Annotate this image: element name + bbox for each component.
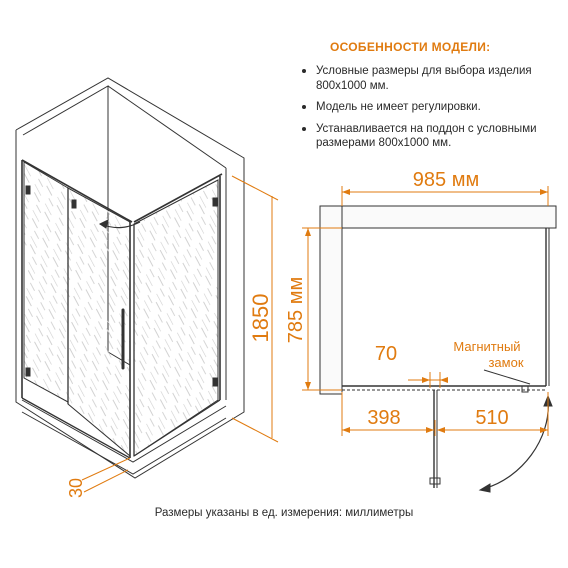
swing-arrowhead-icon bbox=[478, 483, 491, 493]
tray-dimension-line bbox=[83, 469, 129, 493]
features-title: ОСОБЕННОСТИ МОДЕЛИ: bbox=[330, 40, 491, 54]
wall-corner-edge bbox=[107, 85, 227, 169]
list-item: Модель не имеет регулировки. bbox=[300, 100, 562, 115]
height-dimension-label: 1850 bbox=[248, 294, 273, 343]
tray-dimension-label: 30 bbox=[66, 478, 86, 498]
glass-front-fixed bbox=[23, 161, 69, 403]
wall-top bbox=[319, 205, 557, 229]
tray-outline bbox=[21, 399, 227, 463]
magnetic-lock-label-1: Магнитный bbox=[453, 339, 520, 354]
hinge-icon bbox=[212, 377, 218, 387]
magnetic-lock-label-2: замок bbox=[488, 355, 523, 370]
width-dimension-label: 985 мм bbox=[413, 169, 479, 191]
hinge-icon bbox=[25, 185, 31, 195]
footer-note: Размеры указаны в ед. измерения: миллиме… bbox=[154, 507, 414, 519]
lock-leader-line bbox=[483, 369, 531, 385]
enclosure-3d bbox=[15, 77, 245, 479]
gap-dimension-label: 70 bbox=[375, 343, 397, 365]
frame-top-side bbox=[133, 173, 223, 223]
depth-dimension-label: 785 мм bbox=[285, 277, 307, 343]
door-handle-icon bbox=[429, 477, 441, 485]
left-part-label: 398 bbox=[367, 407, 400, 429]
glass-side-door bbox=[133, 179, 219, 457]
frame-bottom-front bbox=[21, 397, 131, 459]
frame-bottom-side bbox=[133, 399, 221, 457]
swing-arrowhead-icon bbox=[99, 219, 109, 229]
glass-front-door bbox=[67, 187, 131, 458]
hinge-icon bbox=[25, 367, 31, 377]
wall-outline bbox=[15, 77, 245, 479]
frame-top-front bbox=[21, 159, 133, 223]
tray-bottom bbox=[21, 411, 227, 475]
list-item: Устанавливается на поддон с условными ра… bbox=[300, 122, 562, 151]
wall-left bbox=[319, 205, 343, 395]
plan-view bbox=[319, 205, 557, 493]
right-part-label: 510 bbox=[475, 407, 508, 429]
dimensions-3d bbox=[81, 175, 279, 493]
list-item: Условные размеры для выбора изделия 800х… bbox=[300, 64, 562, 93]
plan-dimensions bbox=[302, 186, 549, 436]
features-panel: ОСОБЕННОСТИ МОДЕЛИ: Условные размеры для… bbox=[300, 40, 562, 158]
hinge-icon bbox=[212, 197, 218, 207]
hinge-icon bbox=[71, 199, 77, 209]
features-list: Условные размеры для выбора изделия 800х… bbox=[300, 64, 562, 151]
